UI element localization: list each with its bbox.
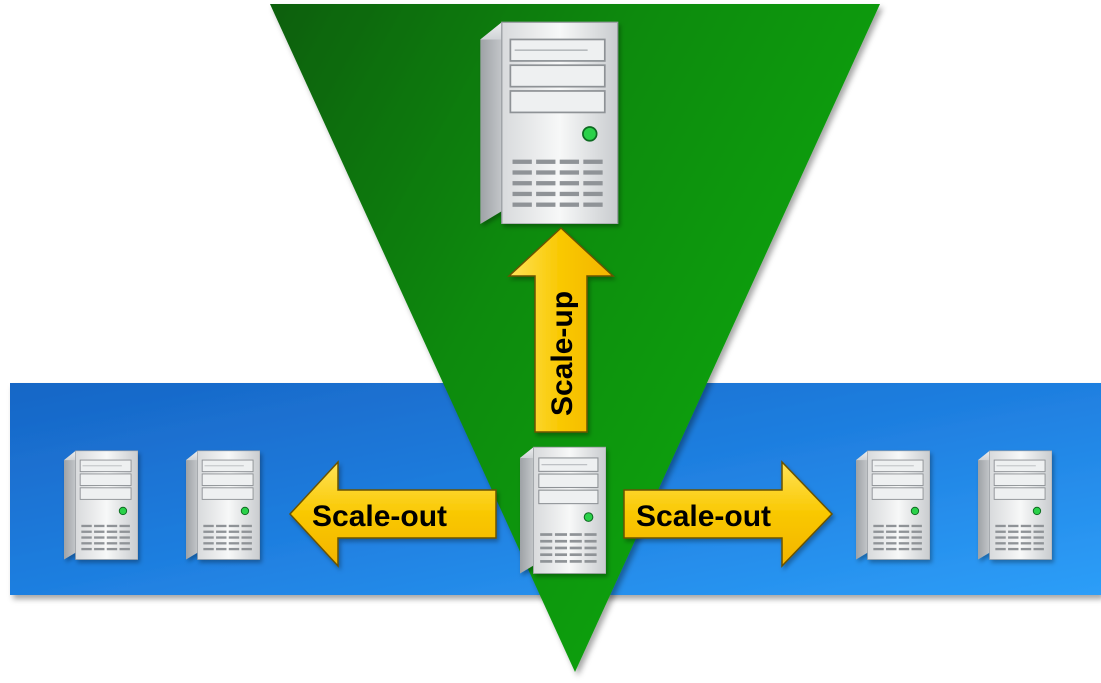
- server-tower-icon: [978, 450, 1052, 561]
- scale-out-right-arrow: Scale-out: [623, 460, 834, 568]
- scale-out-right-label: Scale-out: [636, 500, 771, 533]
- scale-out-left-label: Scale-out: [312, 500, 447, 533]
- server-tower-icon: [856, 450, 930, 561]
- server-tower-icon: [186, 450, 260, 561]
- server-tower-icon: [520, 446, 606, 575]
- scale-out-left-arrow: Scale-out: [288, 460, 497, 568]
- scale-up-arrow: Scale-up: [507, 226, 615, 433]
- scale-up-label: Scale-up: [546, 291, 579, 416]
- server-tower-icon: [479, 21, 619, 224]
- server-tower-icon: [64, 450, 138, 561]
